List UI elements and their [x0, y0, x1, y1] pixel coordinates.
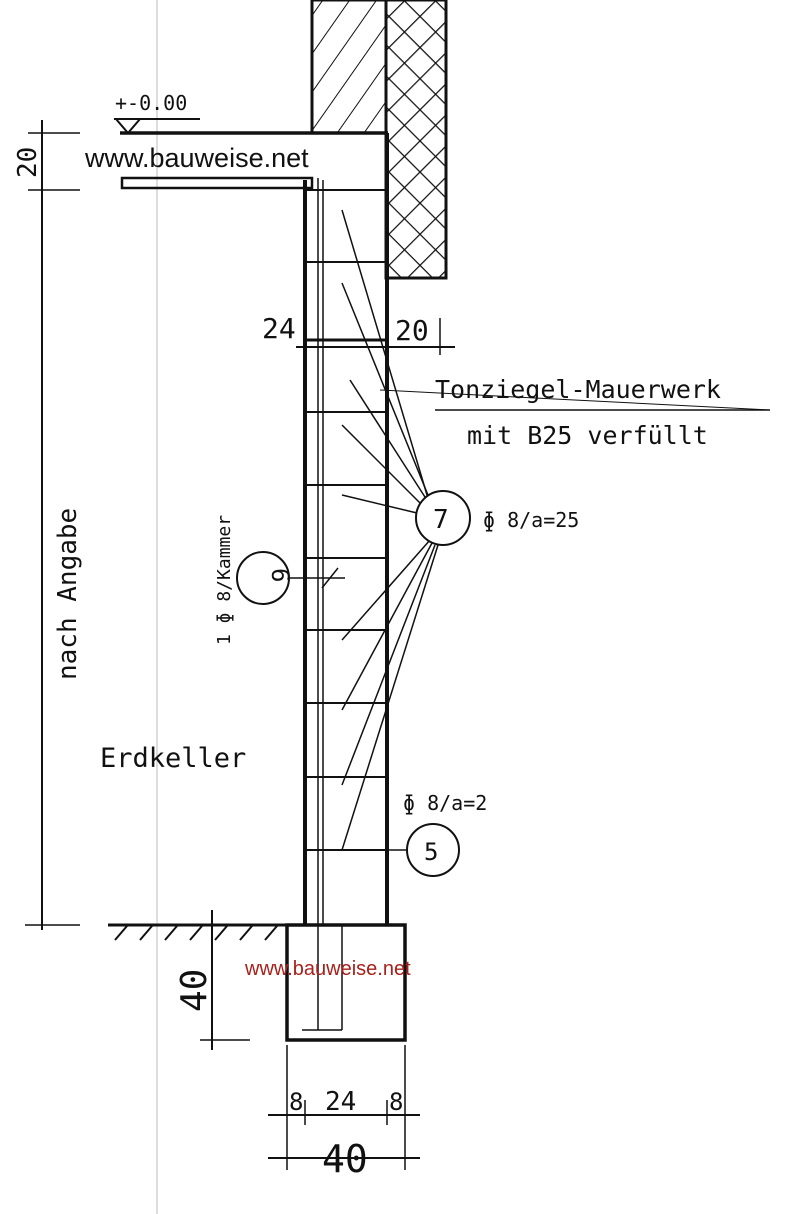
- dim-bottom-part: 24: [325, 1087, 356, 1117]
- footing: [285, 923, 407, 1042]
- dim-wall-left: 24: [262, 312, 296, 345]
- item6-spec: 1 ɸ 8/Kammer: [214, 515, 235, 645]
- item7-number: 7: [433, 505, 449, 535]
- material-line1: Tonziegel-Mauerwerk: [435, 375, 721, 404]
- material-line2: mit B25 verfüllt: [467, 421, 708, 450]
- watermark-bottom: www.bauweise.net: [244, 958, 411, 980]
- room-label: Erdkeller: [100, 743, 246, 774]
- item6-circle: [236, 551, 290, 605]
- dim-footing-height: 40: [174, 969, 215, 1012]
- insulation: [384, 0, 448, 280]
- dim-bottom-part: 8: [289, 1088, 303, 1116]
- stirrup-lines: [289, 209, 771, 851]
- item5-number: 5: [424, 838, 438, 866]
- item5-circle: [406, 823, 460, 877]
- upper-wall: [310, 0, 388, 135]
- level-marker: [115, 118, 141, 135]
- slab-bottom-hatch: [120, 176, 314, 190]
- dim-wall-right: 20: [395, 314, 429, 347]
- watermark-top: www.bauweise.net: [84, 143, 309, 173]
- dim-bottom-total: 40: [322, 1137, 368, 1181]
- item6-number: 6: [266, 568, 294, 582]
- item5-spec: ɸ 8/a=2: [403, 791, 487, 815]
- dim-bottom-part: 8: [389, 1088, 403, 1116]
- item7-circle: [415, 490, 471, 546]
- dim-height: nach Angabe: [53, 508, 83, 680]
- level-label: +-0.00: [115, 91, 187, 115]
- dim-slab: 20: [13, 147, 43, 178]
- item7-spec: ɸ 8/a=25: [483, 508, 579, 532]
